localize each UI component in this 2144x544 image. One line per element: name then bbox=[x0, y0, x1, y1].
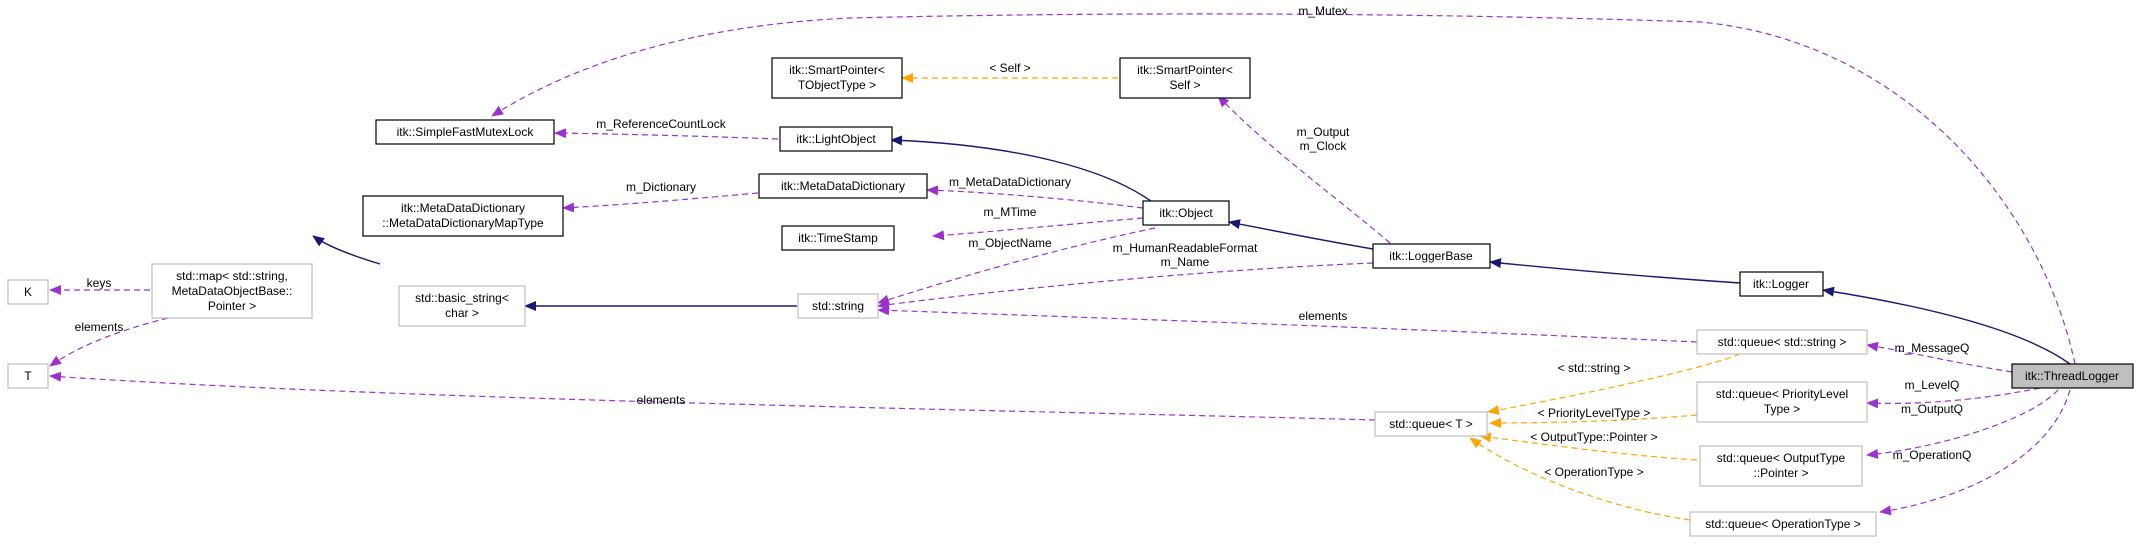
svg-text:std::basic_string<: std::basic_string< bbox=[415, 291, 509, 305]
edge-m-operationq bbox=[1879, 389, 2071, 516]
edge-m-dictionary bbox=[562, 192, 759, 213]
svg-text:itk::SmartPointer<: itk::SmartPointer< bbox=[789, 63, 885, 77]
edge-operation-templ bbox=[1469, 437, 1691, 521]
svg-text:std::queue< std::string >: std::queue< std::string > bbox=[1718, 335, 1847, 349]
svg-text:itk::SimpleFastMutexLock: itk::SimpleFastMutexLock bbox=[397, 125, 535, 139]
label-reference-count-lock: m_ReferenceCountLock bbox=[596, 117, 726, 131]
node-metadatadictionary-maptype[interactable]: itk::MetaDataDictionary ::MetaDataDictio… bbox=[362, 195, 564, 237]
edge-threadlogger-logger bbox=[1822, 286, 2071, 365]
svg-text:itk::Object: itk::Object bbox=[1159, 206, 1213, 220]
svg-text:itk::SmartPointer<: itk::SmartPointer< bbox=[1137, 63, 1233, 77]
edge-output-clock bbox=[1217, 95, 1391, 244]
label-m-messageq: m_MessageQ bbox=[1895, 341, 1970, 355]
node-threadlogger[interactable]: itk::ThreadLogger bbox=[2011, 363, 2134, 389]
edge-m-messageq bbox=[1866, 341, 2013, 373]
label-m-metadatadictionary: m_MetaDataDictionary bbox=[949, 175, 1071, 189]
label-std-string-templ: < std::string > bbox=[1558, 361, 1631, 375]
svg-text:K: K bbox=[24, 285, 32, 299]
edge-logger-loggerbase bbox=[1489, 258, 1741, 284]
svg-text:itk::LoggerBase: itk::LoggerBase bbox=[1389, 249, 1473, 263]
label-output: m_Output bbox=[1297, 125, 1350, 139]
label-m-mutex: m_Mutex bbox=[1298, 4, 1347, 18]
svg-text:MetaDataObjectBase::: MetaDataObjectBase:: bbox=[172, 284, 293, 298]
label-m-mtime: m_MTime bbox=[984, 205, 1037, 219]
node-queue-output[interactable]: std::queue< OutputType ::Pointer > bbox=[1699, 445, 1863, 487]
svg-text:::Pointer >: ::Pointer > bbox=[1753, 466, 1808, 480]
svg-text:itk::TimeStamp: itk::TimeStamp bbox=[798, 231, 878, 245]
label-m-operationq: m_OperationQ bbox=[1893, 448, 1972, 462]
node-logger[interactable]: itk::Logger bbox=[1739, 271, 1824, 297]
svg-text:std::map< std::string,: std::map< std::string, bbox=[176, 269, 288, 283]
label-keys: keys bbox=[87, 276, 112, 290]
label-priority-templ: < PriorityLevelType > bbox=[1538, 406, 1651, 420]
node-std-map[interactable]: std::map< std::string, MetaDataObjectBas… bbox=[151, 263, 313, 319]
label-clock: m_Clock bbox=[1300, 139, 1348, 153]
label-human-readable-format: m_HumanReadableFormat bbox=[1113, 241, 1258, 255]
node-loggerbase[interactable]: itk::LoggerBase bbox=[1372, 243, 1491, 269]
edge-object-lightobject bbox=[890, 135, 1156, 205]
node-k[interactable]: K bbox=[7, 279, 49, 305]
node-simple-fast-mutex-lock[interactable]: itk::SimpleFastMutexLock bbox=[375, 119, 555, 145]
label-m-levelq: m_LevelQ bbox=[1905, 378, 1960, 392]
label-self: < Self > bbox=[989, 61, 1030, 75]
edge-reference-count-lock bbox=[554, 128, 779, 140]
svg-text:TObjectType >: TObjectType > bbox=[798, 78, 876, 92]
edge-queue-t-elements bbox=[49, 371, 1376, 421]
edge-output-templ bbox=[1479, 432, 1698, 461]
node-light-object[interactable]: itk::LightObject bbox=[779, 126, 893, 152]
edge-loggerbase-object bbox=[1228, 219, 1374, 250]
edge-m-mutex bbox=[491, 13, 2076, 365]
label-string-elements: elements bbox=[1299, 309, 1348, 323]
edge-m-mtime bbox=[932, 217, 1144, 241]
node-t[interactable]: T bbox=[7, 363, 49, 389]
node-queue-t[interactable]: std::queue< T > bbox=[1374, 411, 1488, 437]
svg-text:char >: char > bbox=[445, 306, 479, 320]
svg-text:itk::ThreadLogger: itk::ThreadLogger bbox=[2025, 369, 2119, 383]
node-smart-pointer-self[interactable]: itk::SmartPointer< Self > bbox=[1119, 57, 1251, 99]
edge-m-outputq bbox=[1866, 389, 2059, 459]
edge-string-templ bbox=[1487, 353, 1741, 415]
svg-text:std::queue< PriorityLevel: std::queue< PriorityLevel bbox=[1716, 387, 1848, 401]
edge-m-metadatadictionary bbox=[926, 185, 1144, 209]
edge-m-levelq bbox=[1866, 387, 2041, 409]
label-m-dictionary: m_Dictionary bbox=[626, 180, 696, 194]
label-m-objectname: m_ObjectName bbox=[968, 236, 1052, 250]
svg-text:itk::LightObject: itk::LightObject bbox=[796, 132, 876, 146]
label-output-pointer-templ: < OutputType::Pointer > bbox=[1530, 430, 1657, 444]
svg-text:itk::Logger: itk::Logger bbox=[1753, 277, 1809, 291]
node-metadatadictionary[interactable]: itk::MetaDataDictionary bbox=[758, 173, 928, 199]
svg-text:itk::MetaDataDictionary: itk::MetaDataDictionary bbox=[401, 201, 525, 215]
node-object[interactable]: itk::Object bbox=[1142, 200, 1230, 226]
node-queue-string[interactable]: std::queue< std::string > bbox=[1696, 329, 1868, 355]
label-m-name: m_Name bbox=[1161, 255, 1210, 269]
node-queue-priority[interactable]: std::queue< PriorityLevel Type > bbox=[1696, 381, 1868, 423]
edge-map-elements bbox=[49, 317, 169, 367]
svg-text:::MetaDataDictionaryMapType: ::MetaDataDictionaryMapType bbox=[382, 216, 544, 230]
node-std-basic-string[interactable]: std::basic_string< char > bbox=[398, 285, 526, 327]
svg-text:Pointer >: Pointer > bbox=[208, 299, 256, 313]
svg-text:std::queue< T >: std::queue< T > bbox=[1389, 417, 1473, 431]
svg-text:Self >: Self > bbox=[1169, 78, 1200, 92]
edge-human-readable-name bbox=[877, 262, 1374, 310]
node-timestamp[interactable]: itk::TimeStamp bbox=[781, 225, 895, 251]
label-map-elements: elements bbox=[75, 320, 124, 334]
svg-text:Type >: Type > bbox=[1764, 402, 1800, 416]
label-queue-t-elements: elements bbox=[637, 393, 686, 407]
svg-text:T: T bbox=[24, 369, 32, 383]
svg-text:itk::MetaDataDictionary: itk::MetaDataDictionary bbox=[781, 179, 905, 193]
edge-priority-templ bbox=[1489, 414, 1698, 428]
edge-string-elements bbox=[877, 305, 1698, 343]
svg-text:std::queue< OperationType >: std::queue< OperationType > bbox=[1705, 517, 1860, 531]
edge-map-mapytype bbox=[312, 235, 381, 265]
svg-text:std::queue< OutputType: std::queue< OutputType bbox=[1717, 451, 1846, 465]
node-std-string[interactable]: std::string bbox=[797, 293, 879, 319]
node-queue-operation[interactable]: std::queue< OperationType > bbox=[1689, 511, 1877, 537]
edge-m-objectname bbox=[877, 227, 1156, 305]
label-m-outputq: m_OutputQ bbox=[1901, 402, 1963, 416]
label-operation-templ: < OperationType > bbox=[1544, 465, 1643, 479]
node-smart-pointer-tobjecttype[interactable]: itk::SmartPointer< TObjectType > bbox=[771, 57, 903, 99]
svg-text:std::string: std::string bbox=[812, 299, 864, 313]
